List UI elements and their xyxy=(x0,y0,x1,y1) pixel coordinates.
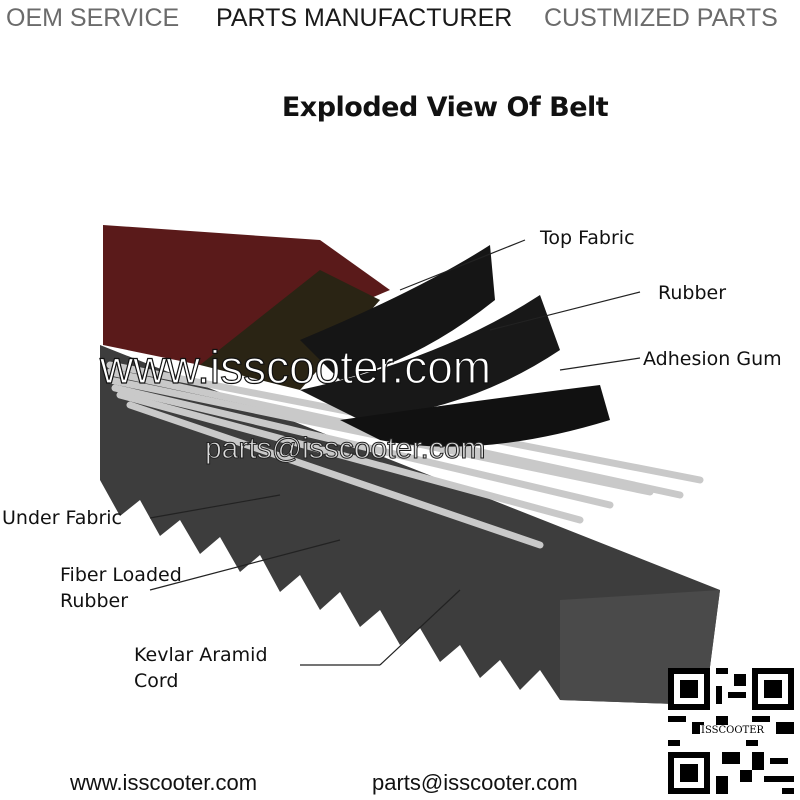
label-adhesion-gum: Adhesion Gum xyxy=(643,348,782,370)
qr-code-label: ISSCOOTER xyxy=(700,725,766,736)
label-fiber-loaded-line1: Fiber Loaded xyxy=(60,564,182,586)
premium-fabric-stripe xyxy=(200,270,380,390)
label-fiber-loaded-line2: Rubber xyxy=(60,590,129,612)
top-fabric-layer xyxy=(300,245,495,380)
header-oem-service: OEM SERVICE xyxy=(6,4,180,32)
watermark-site: www.isscooter.com xyxy=(99,340,492,393)
qr-code-pattern xyxy=(668,668,794,794)
top-fabric-maroon xyxy=(103,225,390,365)
label-top-fabric: Top Fabric xyxy=(540,227,635,249)
adhesion-gum-layer xyxy=(340,385,610,447)
label-kevlar-line2: Cord xyxy=(134,670,179,692)
label-under-fabric: Under Fabric xyxy=(2,507,122,529)
header-parts-manufacturer: PARTS MANUFACTURER xyxy=(216,4,513,32)
label-kevlar-line1: Kevlar Aramid xyxy=(134,644,268,666)
watermark-email: parts@isscooter.com xyxy=(205,432,487,466)
rubber-layer xyxy=(300,295,560,420)
label-rubber: Rubber xyxy=(658,282,727,304)
footer-email: parts@isscooter.com xyxy=(372,770,578,795)
footer-website: www.isscooter.com xyxy=(70,770,258,795)
header-customized-parts: CUSTMIZED PARTS xyxy=(544,4,778,32)
diagram-title: Exploded View Of Belt xyxy=(281,92,609,123)
